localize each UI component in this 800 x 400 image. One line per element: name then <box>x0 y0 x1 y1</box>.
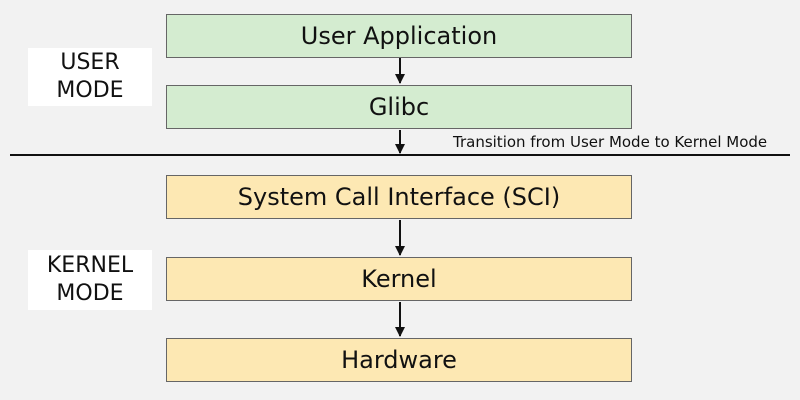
hardware-box: Hardware <box>166 338 632 382</box>
user-application-box: User Application <box>166 14 632 58</box>
kernel-mode-label: KERNEL MODE <box>28 250 152 310</box>
sci-box: System Call Interface (SCI) <box>166 175 632 219</box>
user-mode-label: USER MODE <box>28 48 152 106</box>
kernel-box: Kernel <box>166 257 632 301</box>
glibc-box: Glibc <box>166 85 632 129</box>
transition-label: Transition from User Mode to Kernel Mode <box>453 133 768 151</box>
